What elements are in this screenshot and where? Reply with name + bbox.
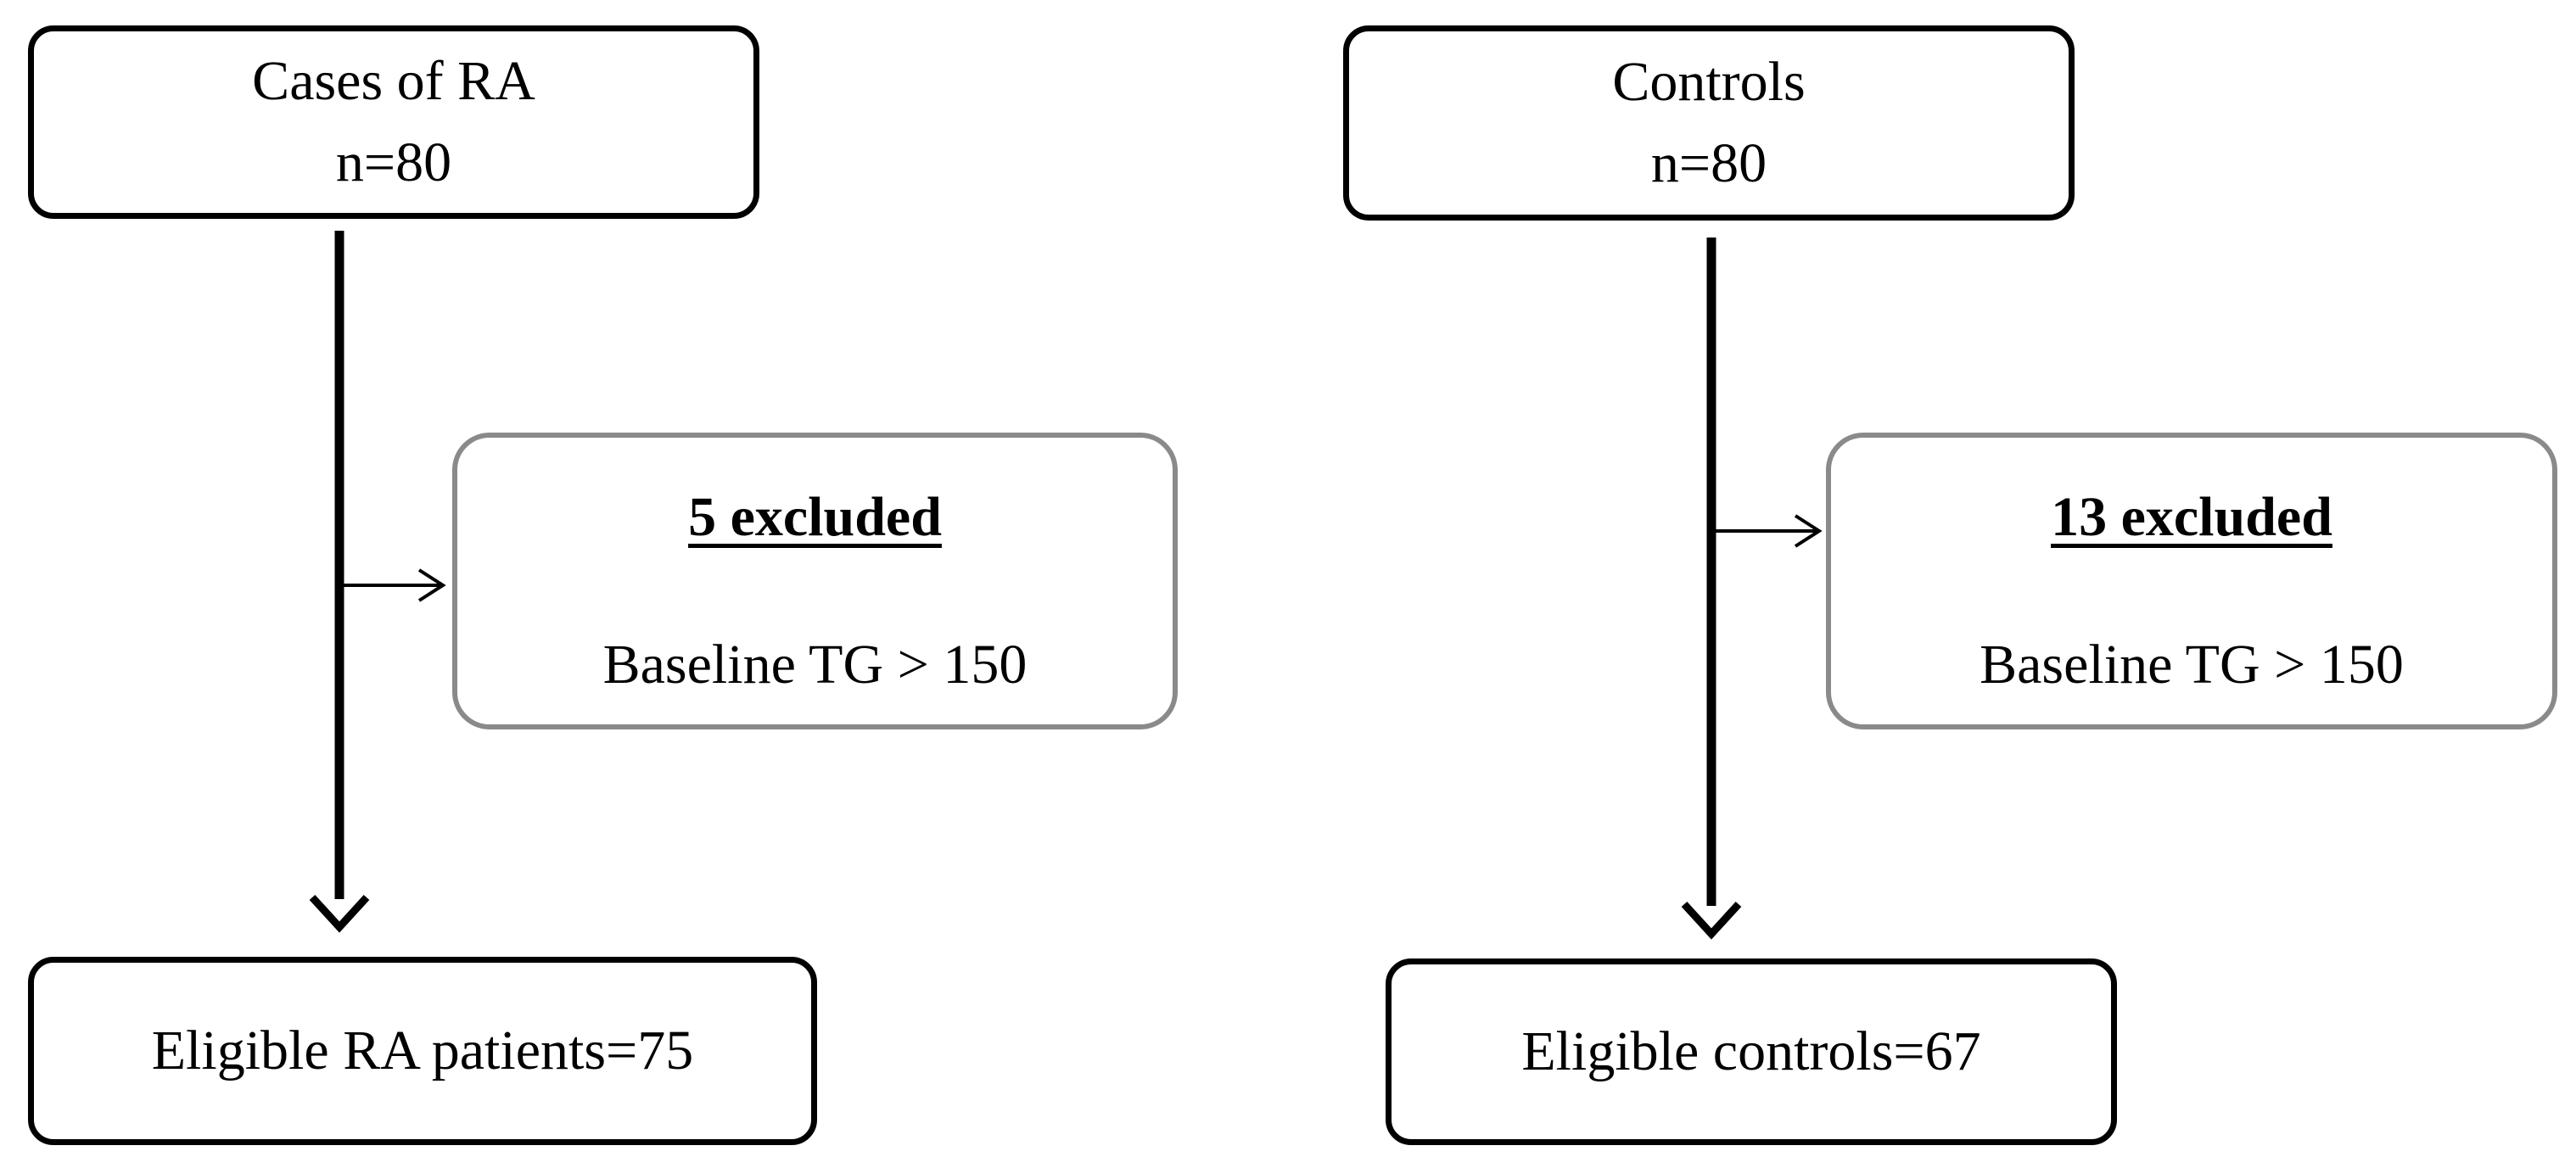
- left-start-line2: n=80: [335, 131, 452, 193]
- right-final-label: Eligible controls=67: [1521, 1020, 1981, 1083]
- left-final-label: Eligible RA patients=75: [151, 1020, 694, 1082]
- left-final-box: Eligible RA patients=75: [28, 957, 817, 1145]
- left-exclusion-box: 5 excluded Baseline TG > 150: [452, 433, 1178, 729]
- right-final-box: Eligible controls=67: [1386, 958, 2117, 1145]
- left-start-box: Cases of RA n=80: [28, 25, 759, 219]
- left-branch-arrowhead: [417, 568, 446, 602]
- right-exclusion-box: 13 excluded Baseline TG > 150: [1826, 433, 2557, 729]
- left-exclusion-reason: Baseline TG > 150: [602, 633, 1028, 696]
- right-branch-arrowhead: [1794, 514, 1823, 548]
- right-exclusion-reason: Baseline TG > 150: [1980, 633, 2404, 696]
- right-start-line2: n=80: [1650, 132, 1767, 194]
- left-main-arrowhead: [309, 894, 370, 933]
- right-exclusion-title: 13 excluded: [2051, 486, 2332, 548]
- left-start-line1: Cases of RA: [252, 50, 535, 113]
- right-start-line1: Controls: [1612, 51, 1806, 114]
- right-start-box: Controls n=80: [1343, 25, 2075, 221]
- left-exclusion-title: 5 excluded: [688, 486, 942, 548]
- right-main-arrowhead: [1681, 901, 1742, 940]
